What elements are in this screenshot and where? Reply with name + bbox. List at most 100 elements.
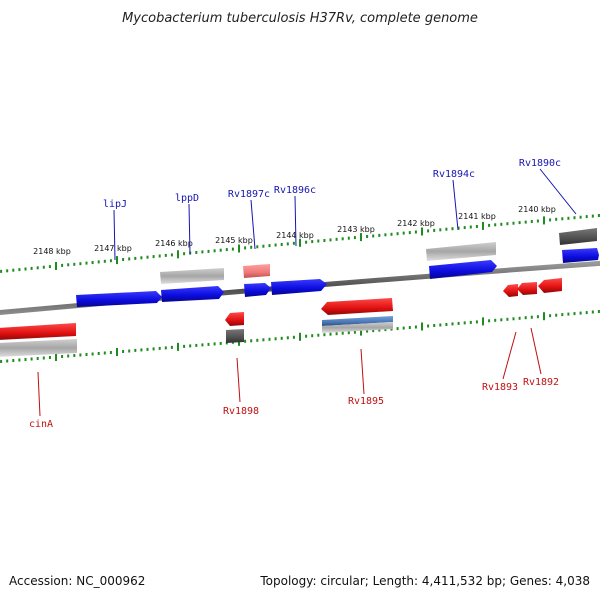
inner-ring-minor-tick — [597, 310, 600, 313]
gene-label-Rv1894c[interactable]: Rv1894c — [433, 169, 475, 180]
outer-ring-minor-tick — [268, 244, 271, 248]
inner-ring-minor-tick — [36, 357, 39, 360]
outer-ring-minor-tick — [256, 245, 259, 249]
gene-Rv1898[interactable] — [225, 312, 244, 326]
inner-ring-minor-tick — [500, 318, 503, 322]
inner-ring-minor-tick — [262, 338, 265, 342]
outer-ring-minor-tick — [207, 249, 210, 253]
scale-label-2147: 2147 kbp — [94, 244, 132, 253]
gene-label-cinA[interactable]: cinA — [29, 419, 53, 430]
inner-ring-minor-tick — [12, 359, 15, 362]
inner-ring-minor-tick — [347, 331, 350, 335]
inner-ring-minor-tick — [402, 326, 405, 330]
outer-ring-minor-tick — [366, 235, 369, 238]
inner-ring-minor-tick — [18, 358, 21, 362]
outer-ring-minor-tick — [341, 237, 344, 241]
outer-ring-minor-tick — [18, 268, 21, 272]
inner-ring-minor-tick — [244, 339, 247, 343]
inner-ring-minor-tick — [140, 348, 143, 352]
outer-ring-minor-tick — [402, 231, 405, 235]
outer-ring-minor-tick — [390, 232, 393, 236]
gene-label-lppD[interactable]: lppD — [175, 193, 199, 204]
outer-ring-minor-tick — [231, 247, 234, 251]
gene-label-Rv1898[interactable]: Rv1898 — [223, 406, 259, 417]
inner-ring-minor-tick — [67, 354, 70, 358]
feature-Rv1890c[interactable] — [559, 228, 597, 245]
gene-lipJ[interactable] — [76, 291, 162, 307]
gene-Rv1892-b[interactable] — [538, 278, 562, 293]
gene-label-Rv1893[interactable]: Rv1893 — [482, 382, 518, 393]
outer-ring-minor-tick — [97, 260, 100, 264]
gene-Rv1894c[interactable] — [429, 260, 497, 279]
gene-features — [0, 228, 599, 357]
outer-ring-minor-tick — [109, 259, 112, 263]
outer-ring-minor-tick — [140, 256, 143, 260]
gene-label-Rv1895[interactable]: Rv1895 — [348, 396, 384, 407]
feature-Rv1898[interactable] — [226, 329, 244, 343]
outer-ring-minor-tick — [128, 257, 131, 261]
outer-ring-major-tick — [116, 256, 118, 265]
gene-label-Rv1896c[interactable]: Rv1896c — [274, 185, 316, 196]
inner-ring-minor-tick — [256, 338, 259, 342]
outer-ring-major-tick — [360, 233, 362, 242]
inner-ring-minor-tick — [353, 330, 356, 334]
inner-ring-minor-tick — [195, 343, 198, 347]
outer-ring-minor-tick — [549, 218, 552, 222]
gene-Rv1892-a[interactable] — [517, 282, 537, 295]
inner-ring-minor-tick — [109, 351, 112, 354]
inner-ring-minor-tick — [530, 315, 533, 319]
inner-ring-minor-tick — [378, 328, 381, 332]
inner-ring-minor-tick — [146, 347, 149, 351]
outer-ring-minor-tick — [30, 266, 33, 270]
inner-ring-minor-tick — [366, 329, 369, 333]
gene-lppD[interactable] — [161, 286, 224, 302]
inner-ring-minor-tick — [585, 311, 588, 315]
feature-lppD[interactable] — [160, 268, 224, 284]
outer-ring-minor-tick — [469, 225, 472, 229]
gene-Rv1893[interactable] — [503, 284, 518, 297]
scale-label-2144: 2144 kbp — [276, 231, 314, 240]
gene-label-Rv1897c[interactable]: Rv1897c — [228, 189, 270, 200]
feature-Rv1895-a[interactable] — [322, 316, 393, 326]
feature-Rv1895-b[interactable] — [322, 322, 393, 333]
outer-ring-minor-tick — [451, 227, 454, 231]
feature-cinA[interactable] — [0, 339, 77, 357]
inner-ring-minor-tick — [183, 344, 186, 348]
inner-ring-minor-tick — [170, 345, 173, 349]
gene-label-Rv1890c[interactable]: Rv1890c — [519, 158, 561, 169]
gene-Rv1897c[interactable] — [244, 283, 271, 297]
scale-label-2143: 2143 kbp — [337, 225, 375, 234]
inner-ring-minor-tick — [91, 352, 94, 356]
gene-label-Rv1892[interactable]: Rv1892 — [523, 377, 559, 388]
inner-ring-minor-tick — [524, 316, 527, 320]
feature-Rv1894c[interactable] — [426, 242, 496, 261]
inner-ring-major-tick — [299, 332, 301, 341]
outer-ring-minor-tick — [378, 233, 381, 237]
gene-cinA[interactable] — [0, 323, 76, 340]
inner-ring-minor-tick — [372, 329, 375, 333]
outer-tick-ring — [0, 214, 600, 273]
inner-ring-minor-tick — [274, 337, 277, 341]
inner-ring-minor-tick — [384, 328, 387, 332]
outer-ring-minor-tick — [573, 216, 576, 220]
gene-Rv1890c[interactable] — [562, 248, 599, 263]
gene-Rv1896c[interactable] — [271, 279, 327, 295]
map-title: Mycobacterium tuberculosis H37Rv, comple… — [122, 11, 478, 26]
gene-label-lipJ[interactable]: lipJ — [103, 199, 127, 210]
inner-ring-major-tick — [482, 317, 484, 326]
leader-cinA — [37, 371, 41, 417]
inner-ring-minor-tick — [201, 343, 204, 347]
gene-Rv1895[interactable] — [321, 298, 393, 315]
outer-ring-minor-tick — [79, 262, 82, 266]
inner-ring-minor-tick — [512, 317, 515, 321]
outer-ring-minor-tick — [536, 219, 539, 223]
feature-Rv1897c[interactable] — [243, 264, 270, 278]
outer-ring-minor-tick — [329, 238, 332, 242]
inner-ring-minor-tick — [6, 359, 9, 363]
inner-ring-minor-tick — [73, 354, 76, 357]
inner-ring-minor-tick — [250, 339, 253, 343]
inner-ring-minor-tick — [152, 347, 155, 351]
inner-ring-minor-tick — [433, 324, 436, 327]
outer-ring-minor-tick — [48, 265, 51, 269]
